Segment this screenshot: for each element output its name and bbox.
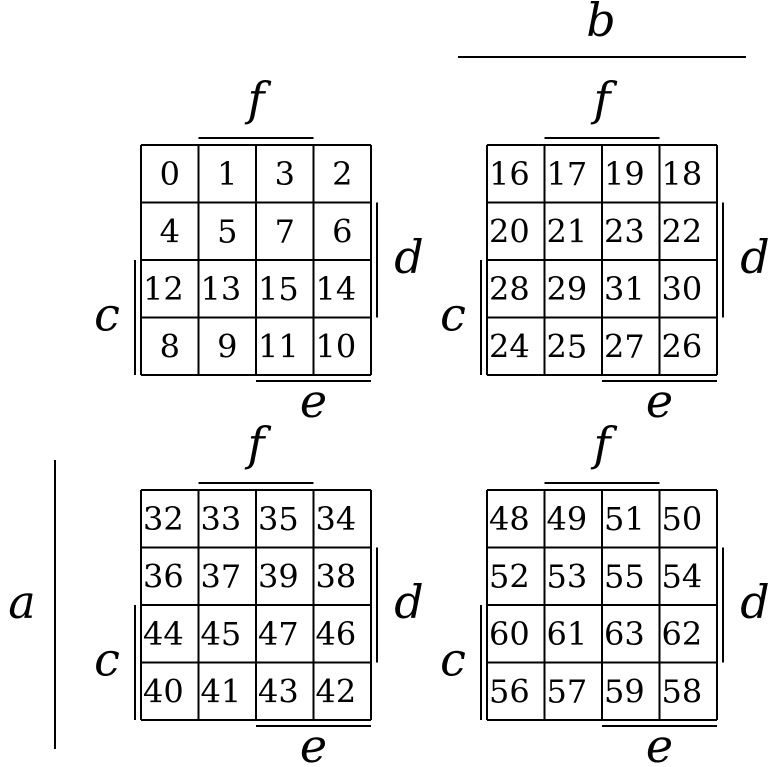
variable-label-c: c [440,633,466,687]
variable-label-b: b [586,0,615,47]
cell-number: 19 [604,155,645,193]
cell-number: 1 [217,155,237,193]
cell-number: 45 [201,615,242,653]
cell-number: 21 [547,212,588,250]
cell-number: 18 [662,155,703,193]
cell-number: 10 [316,327,357,365]
cell-number: 14 [316,270,357,308]
cell-number: 3 [275,155,295,193]
variable-label-d: d [394,575,423,629]
cell-number: 39 [258,557,299,595]
cell-number: 25 [547,327,588,365]
cell-number: 40 [143,672,184,710]
cell-number: 49 [547,500,588,538]
cell-number: 61 [547,615,588,653]
variable-label-d: d [740,575,769,629]
cell-number: 20 [489,212,530,250]
cell-number: 26 [662,327,703,365]
cell-number: 12 [143,270,184,308]
cell-number: 4 [160,212,180,250]
cell-number: 16 [489,155,530,193]
cell-number: 56 [489,672,530,710]
variable-label-f: f [590,72,617,126]
cell-number: 13 [201,270,242,308]
cell-number: 63 [604,615,645,653]
cell-number: 43 [258,672,299,710]
cell-number: 7 [275,212,295,250]
cell-number: 58 [662,672,703,710]
cell-number: 54 [662,557,703,595]
cell-number: 59 [604,672,645,710]
cell-number: 52 [489,557,530,595]
cell-number: 24 [489,327,530,365]
cell-number: 11 [258,327,299,365]
cell-number: 57 [547,672,588,710]
variable-label-f: f [244,417,271,471]
cell-number: 2 [332,155,352,193]
variable-label-c: c [440,288,466,342]
variable-label-d: d [394,230,423,284]
cell-number: 51 [604,500,645,538]
map-top-right: 16 17 19 18 20 21 23 22 28 29 31 30 24 25 27 26 f d c e [440,72,770,428]
cell-number: 48 [489,500,530,538]
cell-number: 22 [662,212,703,250]
cell-number: 38 [316,557,357,595]
cell-number: 46 [316,615,357,653]
cell-number: 55 [604,557,645,595]
cell-number: 50 [662,500,703,538]
cell-number: 32 [143,500,184,538]
cell-number: 41 [201,672,242,710]
cell-number: 29 [547,270,588,308]
cell-number: 5 [217,212,237,250]
variable-label-e: e [646,719,673,767]
cell-number: 0 [160,155,180,193]
variable-label-e: e [300,374,327,428]
variable-label-c: c [94,633,120,687]
cell-number: 31 [604,270,645,308]
cell-number: 42 [316,672,357,710]
cell-number: 34 [316,500,357,538]
cell-number: 8 [160,327,180,365]
variable-label-f: f [244,72,271,126]
variable-label-f: f [590,417,617,471]
map-bottom-right: 48 49 51 50 52 53 55 54 60 61 63 62 56 57 59 58 f d c e [440,417,770,767]
cell-number: 35 [258,500,299,538]
cell-number: 6 [332,212,352,250]
cell-number: 44 [143,615,184,653]
map-bottom-left: 32 33 35 34 36 37 39 38 44 45 47 46 40 41 43 42 f d c e [94,417,424,767]
variable-label-c: c [94,288,120,342]
cell-number: 36 [143,557,184,595]
cell-number: 60 [489,615,530,653]
variable-label-a: a [8,575,35,629]
cell-number: 17 [547,155,588,193]
cell-number: 28 [489,270,530,308]
cell-number: 15 [258,270,299,308]
cell-number: 53 [547,557,588,595]
cell-number: 30 [662,270,703,308]
cell-number: 23 [604,212,645,250]
variable-label-d: d [740,230,769,284]
cell-number: 33 [201,500,242,538]
variable-label-e: e [646,374,673,428]
cell-number: 9 [217,327,237,365]
cell-number: 47 [258,615,299,653]
cell-number: 37 [201,557,242,595]
cell-number: 27 [604,327,645,365]
cell-number: 62 [662,615,703,653]
variable-label-e: e [300,719,327,767]
